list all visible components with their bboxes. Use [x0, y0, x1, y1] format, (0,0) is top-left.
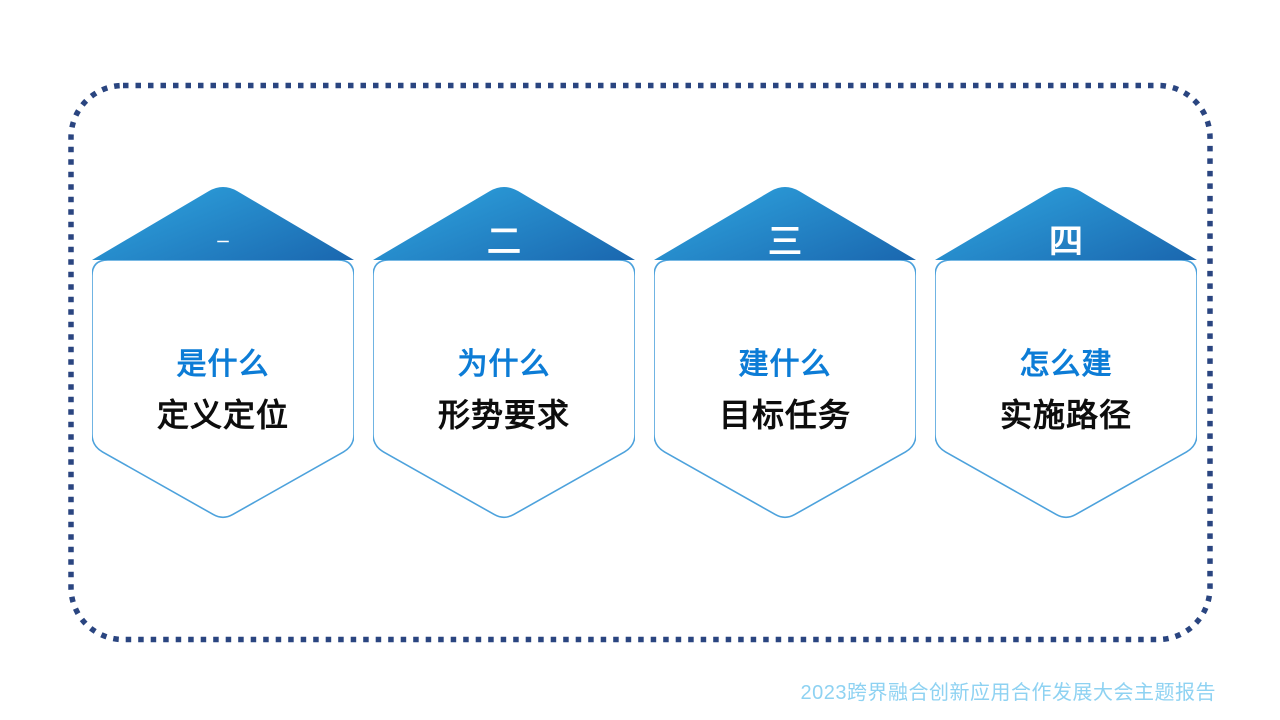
card-outline [373, 260, 635, 519]
card-number: 二 [487, 223, 521, 261]
card-number: 三 [768, 223, 802, 261]
card-title: 是什么 [176, 348, 270, 381]
arrow-up-shape [373, 187, 635, 315]
card-title: 建什么 [738, 348, 832, 381]
card-subtitle: 定义定位 [156, 397, 289, 433]
arrow-up-shape [92, 187, 354, 315]
card-subtitle: 实施路径 [999, 397, 1132, 433]
card-2: 二 为什么 形势要求 [373, 187, 635, 520]
card-number: 四 [1049, 223, 1083, 261]
card-title: 怎么建 [1019, 348, 1113, 381]
card-outline [935, 260, 1197, 519]
card-1: 一 是什么 定义定位 [92, 187, 354, 520]
arrow-up-icon [935, 182, 1197, 318]
card-number: 一 [216, 235, 229, 249]
footer-caption: 2023跨界融合创新应用合作发展大会主题报告 [800, 682, 1216, 704]
card-subtitle: 目标任务 [718, 397, 851, 433]
cards-row: 一 是什么 定义定位 二 为什么 形势要求 三 建什么 目标任务 [92, 187, 1197, 520]
card-outline [92, 260, 354, 519]
arrow-up-icon [654, 182, 916, 318]
card-4: 四 怎么建 实施路径 [935, 187, 1197, 520]
card-title: 为什么 [457, 348, 551, 381]
arrow-up-icon [373, 182, 635, 318]
card-outline [654, 260, 916, 519]
arrow-up-shape [935, 187, 1197, 315]
card-subtitle: 形势要求 [437, 397, 570, 433]
arrow-up-shape [654, 187, 916, 315]
arrow-up-icon [92, 182, 354, 318]
card-3: 三 建什么 目标任务 [654, 187, 916, 520]
